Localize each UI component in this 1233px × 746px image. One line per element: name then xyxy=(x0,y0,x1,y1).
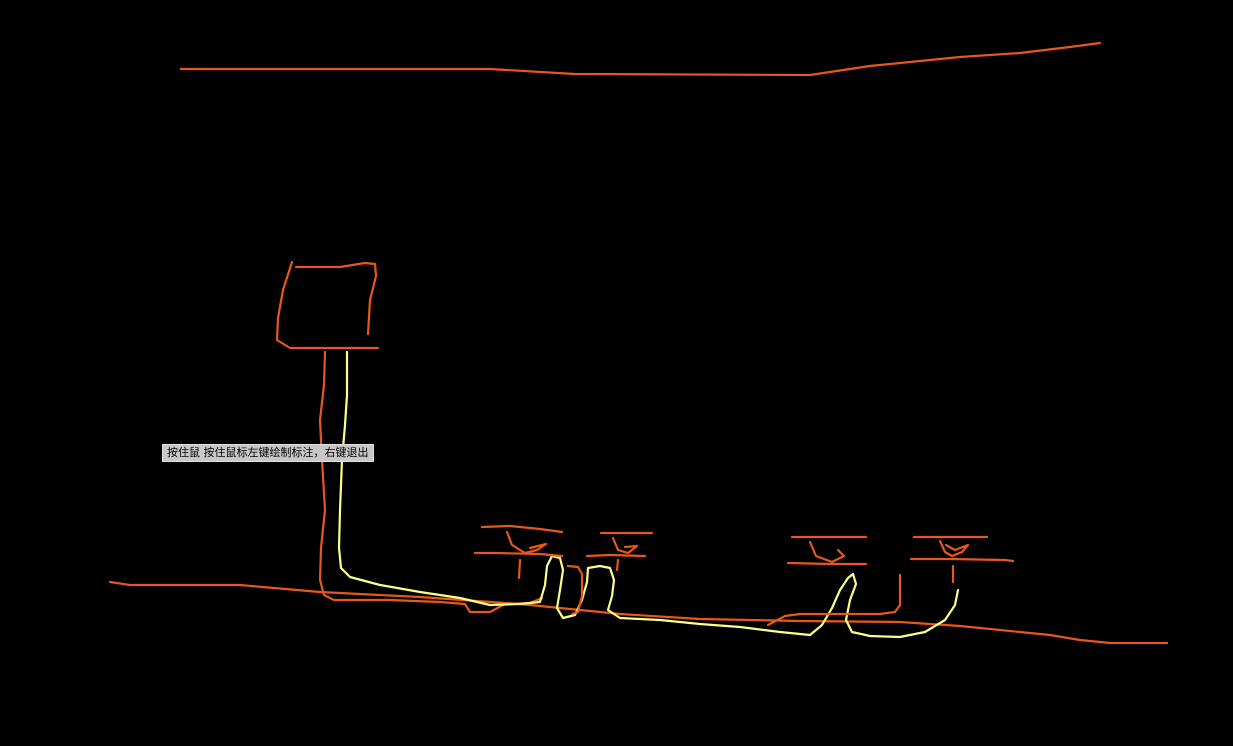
fixture-3-base-stroke xyxy=(786,561,868,566)
fixture-4-base-stroke xyxy=(909,557,1015,563)
hint-tooltip: 按住鼠 按住鼠标左键绘制标注，右键退出 xyxy=(162,444,374,462)
fixture-3-pipe-stroke xyxy=(766,573,902,627)
fixture-2-hook-stroke xyxy=(611,536,639,555)
fixture-1-top-stroke xyxy=(480,524,564,534)
fixture-1-hook-stroke xyxy=(505,530,548,555)
yellow-cable-stroke xyxy=(337,350,960,639)
fixture-1-riser-stroke xyxy=(566,564,584,616)
top-horizon-stroke xyxy=(179,41,1102,77)
orange-cable-stroke xyxy=(318,350,544,614)
fixture-2-base-stroke xyxy=(585,553,647,558)
fixture-3-hook-stroke xyxy=(808,540,846,564)
fixture-1-base-stroke xyxy=(473,551,564,558)
fixture-1-stem-stroke xyxy=(517,558,522,580)
ground-stroke xyxy=(108,580,1169,645)
box-top-stroke xyxy=(294,261,378,336)
fixture-4-hook-stroke xyxy=(938,539,970,558)
fixture-2-stem-stroke xyxy=(615,558,620,572)
box-stroke xyxy=(275,260,380,350)
